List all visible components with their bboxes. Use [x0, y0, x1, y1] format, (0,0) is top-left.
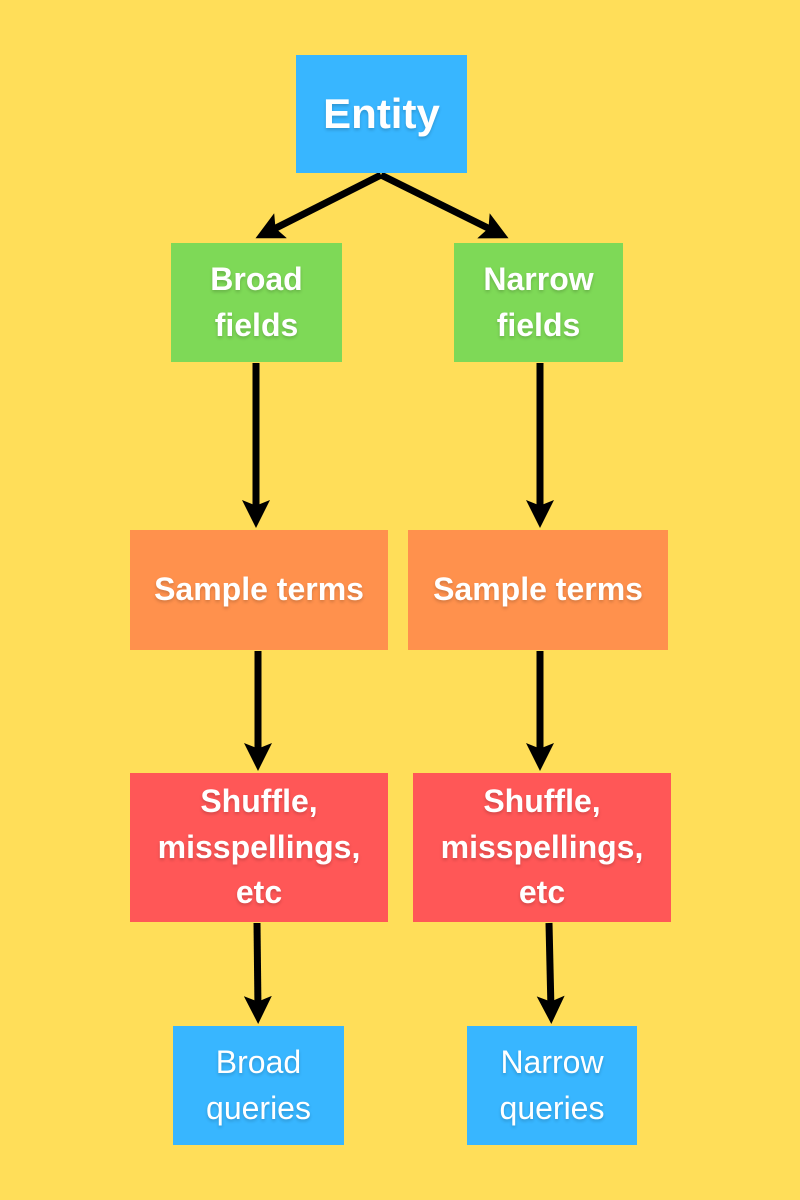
node-narrow-fields-label: Narrow fields — [483, 261, 594, 343]
arrow-entity-to-narrow-fields — [379, 171, 509, 239]
node-shuffle-narrow-label: Shuffle, misspellings, etc — [440, 783, 644, 911]
arrow-shuffle-to-broad-queries — [243, 922, 272, 1024]
node-sample-terms-narrow-label: Sample terms — [433, 571, 643, 608]
arrow-entity-to-broad-fields — [255, 171, 383, 239]
node-entity-label: Entity — [323, 90, 440, 138]
node-narrow-fields: Narrow fields — [454, 243, 623, 362]
node-broad-queries: Broad queries — [173, 1026, 344, 1145]
node-shuffle-narrow: Shuffle, misspellings, etc — [413, 773, 671, 922]
node-entity: Entity — [296, 55, 467, 173]
node-shuffle-broad-label: Shuffle, misspellings, etc — [157, 783, 361, 911]
arrow-shuffle-to-narrow-queries — [536, 922, 565, 1024]
node-narrow-queries: Narrow queries — [467, 1026, 637, 1145]
node-narrow-queries-label: Narrow queries — [499, 1044, 605, 1126]
node-sample-terms-broad: Sample terms — [130, 530, 388, 650]
node-broad-fields: Broad fields — [171, 243, 342, 362]
node-broad-queries-label: Broad queries — [206, 1044, 311, 1126]
node-broad-fields-label: Broad fields — [210, 261, 303, 343]
node-sample-terms-broad-label: Sample terms — [154, 571, 364, 608]
node-shuffle-broad: Shuffle, misspellings, etc — [130, 773, 388, 922]
node-sample-terms-narrow: Sample terms — [408, 530, 668, 650]
